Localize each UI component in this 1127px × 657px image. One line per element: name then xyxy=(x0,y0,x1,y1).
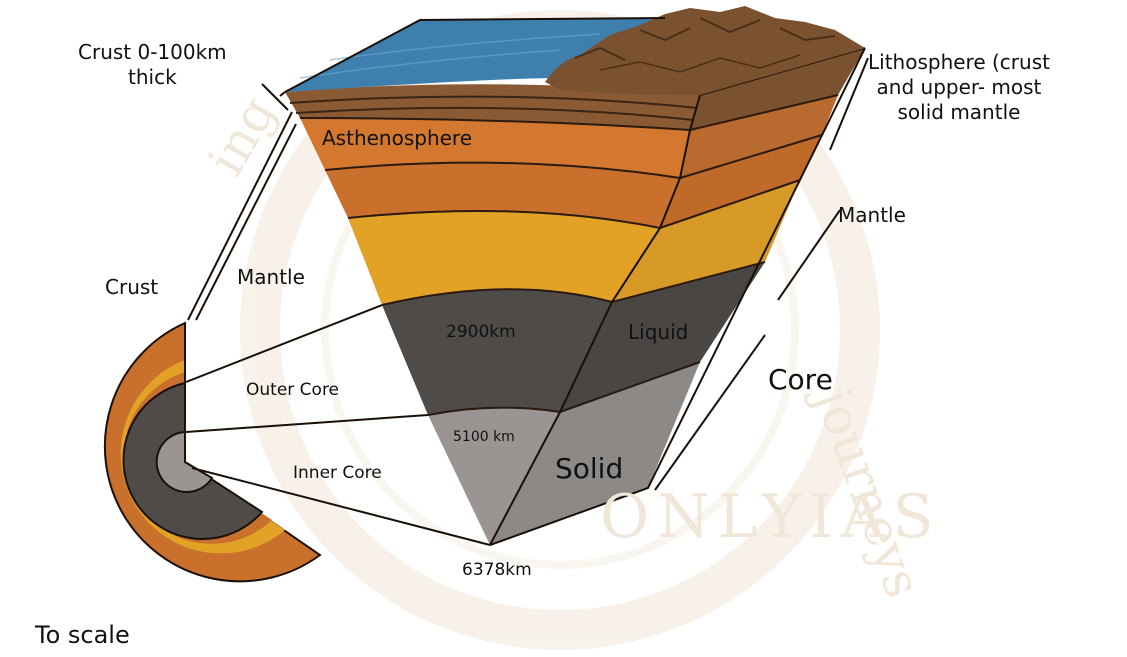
label-lithosphere: Lithosphere (crust and upper- most solid… xyxy=(868,50,1050,125)
label-mantle-left: Mantle xyxy=(237,265,305,290)
label-liquid: Liquid xyxy=(628,320,688,345)
label-crust-thickness-text: Crust 0-100km thick xyxy=(78,40,227,89)
label-crust-left: Crust xyxy=(105,275,158,300)
label-core: Core xyxy=(768,362,833,397)
label-outer-core: Outer Core xyxy=(246,380,339,401)
label-depth-6378: 6378km xyxy=(462,560,532,581)
label-depth-5100: 5100 km xyxy=(453,429,515,447)
label-mantle-right: Mantle xyxy=(838,203,906,228)
label-to-scale: To scale xyxy=(35,620,130,650)
label-inner-core: Inner Core xyxy=(293,463,382,484)
label-asthenosphere: Asthenosphere xyxy=(322,126,472,151)
label-depth-2900: 2900km xyxy=(446,322,516,343)
label-crust-thickness: Crust 0-100km thick xyxy=(78,40,227,90)
label-lithosphere-text: Lithosphere (crust and upper- most solid… xyxy=(868,50,1050,124)
